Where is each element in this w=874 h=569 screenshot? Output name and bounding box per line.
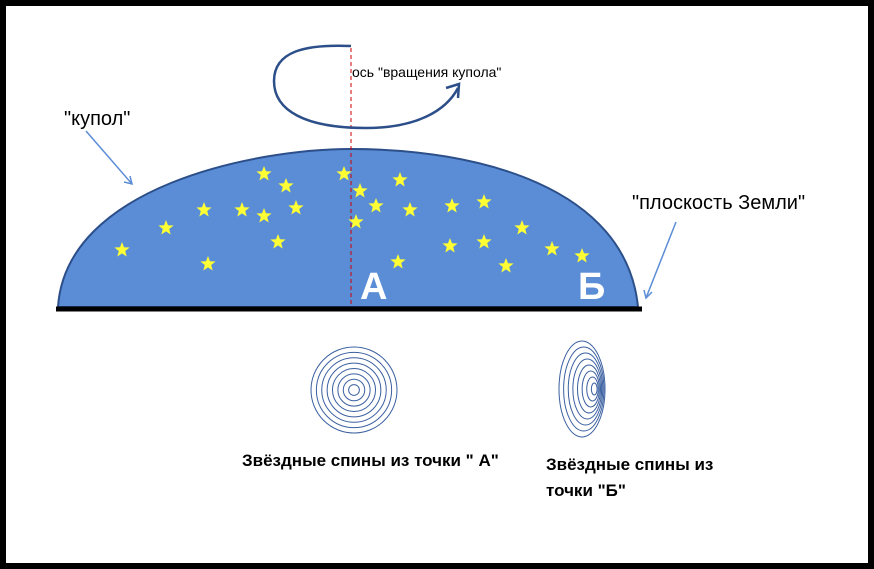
earth-plane-label: "плоскость Земли" (632, 192, 806, 214)
spiral-ring (577, 364, 601, 414)
earth-pointer-arrow-icon (645, 221, 677, 299)
spiral-ring (581, 370, 600, 408)
diagram-canvas: ось "вращения купола" "купол" "плоскость… (6, 6, 868, 563)
star-icon (270, 234, 286, 249)
spiral-ring (563, 346, 605, 432)
dome-label: "купол" (64, 108, 131, 130)
star-icon (278, 178, 294, 193)
star-icon (114, 242, 130, 257)
point-b-label: Б (578, 266, 606, 308)
star-icon (352, 183, 368, 198)
star-icon (574, 248, 590, 263)
star-icon (256, 166, 272, 181)
dome-pointer-arrow-icon (85, 130, 133, 185)
spiral-ring (348, 384, 360, 396)
star-trail-spiral-icon-a (310, 346, 398, 434)
spiral-ring (567, 352, 604, 426)
spiral-ring (310, 346, 398, 434)
star-icon (476, 194, 492, 209)
star-icon (288, 200, 304, 215)
spiral-ring (342, 378, 366, 402)
spiral-ring (590, 382, 598, 396)
star-trail-spiral-icon-b (558, 340, 606, 438)
caption-spins-b: Звёздные спины из точки "Б" (546, 455, 714, 500)
star-icon (336, 166, 352, 181)
star-icon (498, 258, 514, 273)
star-icon (514, 220, 530, 235)
star-icon (234, 202, 250, 217)
star-icon (392, 172, 408, 187)
point-a-label: А (360, 266, 388, 308)
spiral-ring (326, 362, 382, 418)
spiral-ring (321, 357, 387, 423)
spiral-ring (315, 351, 393, 429)
dome-pointer-arrowhead-icon (123, 175, 134, 186)
spiral-ring (586, 376, 599, 402)
star-icon (196, 202, 212, 217)
star-icon (442, 238, 458, 253)
spiral-ring (558, 340, 606, 438)
star-icon (402, 202, 418, 217)
star-icon (158, 220, 174, 235)
spiral-ring (572, 358, 603, 420)
star-icon (256, 208, 272, 223)
dome-diagram (56, 44, 677, 438)
star-icon (200, 256, 216, 271)
rotation-arrow-icon (272, 44, 460, 130)
star-icon (444, 198, 460, 213)
stars-group (114, 166, 590, 273)
star-icon (348, 214, 364, 229)
caption-spins-a: Звёздные спины из точки " А" (242, 451, 499, 470)
star-icon (390, 254, 406, 269)
spiral-ring (332, 368, 376, 412)
rotation-arrowhead-icon (445, 82, 461, 99)
rotation-axis-label: ось "вращения купола" (352, 64, 502, 80)
spiral-ring (337, 373, 371, 407)
earth-pointer-arrowhead-icon (643, 289, 653, 300)
star-icon (368, 198, 384, 213)
star-icon (544, 241, 560, 256)
star-icon (476, 234, 492, 249)
